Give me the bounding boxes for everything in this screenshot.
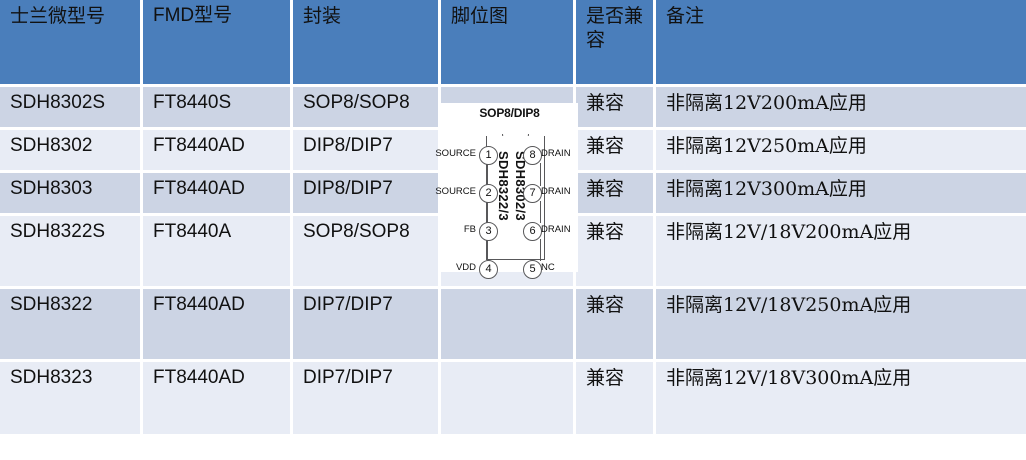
cell-remark: 非隔离12V/18V300mA应用	[656, 362, 1026, 434]
table-header: 士兰微型号 FMD型号 封装 脚位图 是否兼容 备注	[0, 0, 1026, 84]
pin-lead	[487, 163, 488, 186]
column-header-package: 封装	[293, 0, 438, 84]
pin-1-label: SOURCE	[435, 148, 476, 159]
pin-6: 6 DRAIN	[441, 222, 578, 241]
cell-compatible: 兼容	[576, 216, 653, 286]
pin-lead	[540, 163, 541, 186]
cell-package: SOP8/SOP8	[293, 87, 438, 127]
cell-compatible: 兼容	[576, 87, 653, 127]
cell-package: DIP7/DIP7	[293, 362, 438, 434]
column-header-sl-part: 士兰微型号	[0, 0, 140, 84]
cell-package: DIP8/DIP7	[293, 173, 438, 213]
pin-lead	[487, 239, 488, 261]
cell-pinout	[441, 362, 573, 434]
pin-8-number: 8	[523, 146, 542, 165]
pin-4-number: 4	[479, 260, 498, 279]
cell-remark: 非隔离12V200mA应用	[656, 87, 1026, 127]
cell-remark: 非隔离12V/18V250mA应用	[656, 289, 1026, 359]
cell-sl-part: SDH8322S	[0, 216, 140, 286]
cell-compatible: 兼容	[576, 130, 653, 170]
header-row: 士兰微型号 FMD型号 封装 脚位图 是否兼容 备注	[0, 0, 1026, 84]
pin-6-number: 6	[523, 222, 542, 241]
pin-8: 8 DRAIN	[441, 146, 578, 165]
cell-sl-part: SDH8302	[0, 130, 140, 170]
column-header-fmd-part: FMD型号	[143, 0, 290, 84]
cell-sl-part: SDH8323	[0, 362, 140, 434]
column-header-remark: 备注	[656, 0, 1026, 84]
pin-5-label: NC	[541, 262, 555, 273]
pin-lead	[487, 201, 488, 223]
cell-fmd-part: FT8440AD	[143, 130, 290, 170]
pin-1-number: 1	[479, 146, 498, 165]
pin-lead	[540, 201, 541, 223]
cell-fmd-part: FT8440S	[143, 87, 290, 127]
cell-pinout	[441, 289, 573, 359]
cell-package: DIP7/DIP7	[293, 289, 438, 359]
column-header-pinout: 脚位图	[441, 0, 573, 84]
cell-remark: 非隔离12V250mA应用	[656, 130, 1026, 170]
pin-7: 7 DRAIN	[441, 184, 578, 203]
table-row: SDH8322 FT8440AD DIP7/DIP7 兼容 非隔离12V/18V…	[0, 289, 1026, 359]
pinout-diagram-image: SOP8/DIP8 SDH8322/3 SDH8302/3 SOURCE 1 S…	[435, 103, 578, 279]
pin-6-label: DRAIN	[541, 224, 571, 235]
cell-sl-part: SDH8322	[0, 289, 140, 359]
cell-compatible: 兼容	[576, 173, 653, 213]
pin-2-number: 2	[479, 184, 498, 203]
cell-fmd-part: FT8440AD	[143, 173, 290, 213]
pin-2: SOURCE 2	[435, 184, 578, 203]
cell-fmd-part: FT8440AD	[143, 362, 290, 434]
table-row: SDH8303 FT8440AD DIP8/DIP7 兼容 非隔离12V300m…	[0, 173, 1026, 213]
pin-3: FB 3	[441, 222, 578, 241]
table-row: SDH8323 FT8440AD DIP7/DIP7 兼容 非隔离12V/18V…	[0, 362, 1026, 434]
pin-2-label: SOURCE	[435, 186, 476, 197]
cell-sl-part: SDH8302S	[0, 87, 140, 127]
pin-1: SOURCE 1	[435, 146, 578, 165]
cell-fmd-part: FT8440AD	[143, 289, 290, 359]
pin-lead	[540, 239, 541, 261]
pinout-title: SOP8/DIP8	[479, 106, 540, 120]
pin-3-number: 3	[479, 222, 498, 241]
cell-fmd-part: FT8440A	[143, 216, 290, 286]
pin-8-label: DRAIN	[541, 148, 571, 159]
cell-compatible: 兼容	[576, 289, 653, 359]
cell-compatible: 兼容	[576, 362, 653, 434]
cell-remark: 非隔离12V/18V200mA应用	[656, 216, 1026, 286]
cell-remark: 非隔离12V300mA应用	[656, 173, 1026, 213]
column-header-compatible: 是否兼容	[576, 0, 653, 84]
cell-package: DIP8/DIP7	[293, 130, 438, 170]
pin-4: VDD 4	[441, 260, 578, 279]
cell-package: SOP8/SOP8	[293, 216, 438, 286]
pin-7-number: 7	[523, 184, 542, 203]
table-row: SDH8302S FT8440S SOP8/SOP8 兼容 非隔离12V200m…	[0, 87, 1026, 127]
pin-7-label: DRAIN	[541, 186, 571, 197]
pin-4-label: VDD	[455, 262, 476, 273]
pin-5: 5 NC	[441, 260, 578, 279]
pin-5-number: 5	[523, 260, 542, 279]
cell-sl-part: SDH8303	[0, 173, 140, 213]
pin-3-label: FB	[463, 224, 476, 235]
